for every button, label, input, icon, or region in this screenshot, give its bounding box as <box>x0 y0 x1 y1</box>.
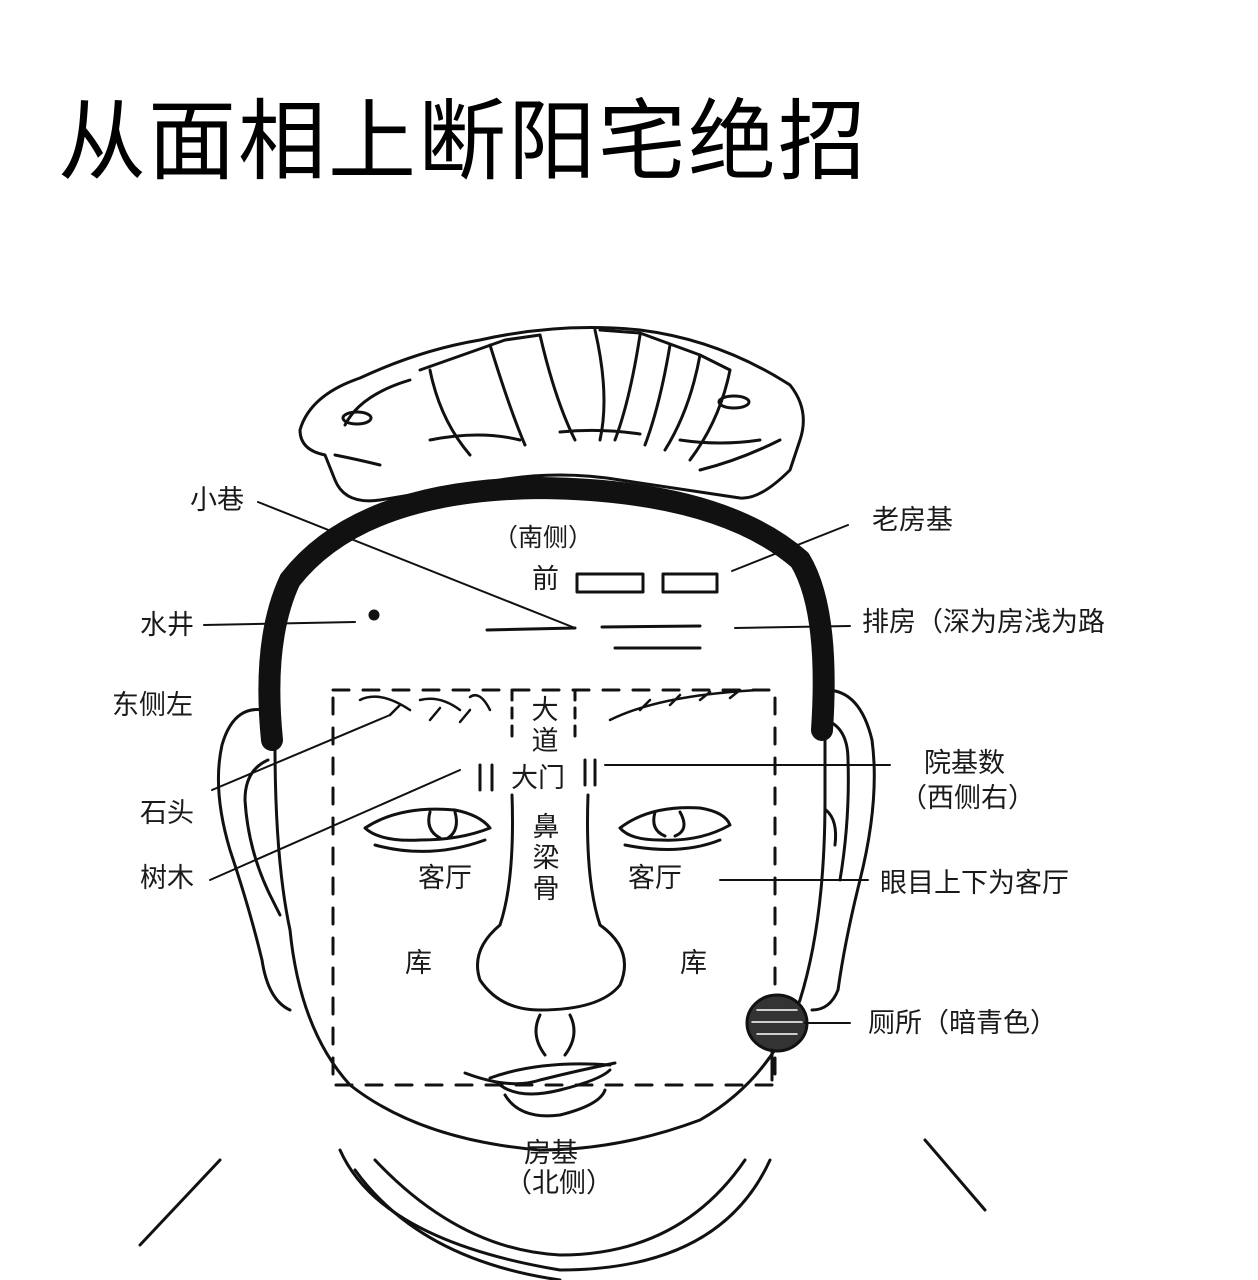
label-yuan-ji-shu: 院基数 <box>924 748 1005 779</box>
label-ku-right: 库 <box>680 948 707 979</box>
label-shi-tou: 石头 <box>140 798 194 829</box>
label-da-men: 大门 <box>511 763 565 794</box>
label-ce-suo: 厕所（暗青色） <box>868 1008 1057 1039</box>
label-pai-fang: 排房（深为房浅为路 <box>862 607 1105 638</box>
label-nan-ce: （南侧） <box>493 523 594 552</box>
label-da-dao: 大道 <box>531 695 559 758</box>
label-yan-mu: 眼目上下为客厅 <box>880 868 1069 899</box>
nose <box>476 688 626 1057</box>
label-bei-ce: （北侧） <box>505 1168 613 1199</box>
yard-dashed-boundary <box>331 688 777 1087</box>
eyebrows <box>358 688 762 724</box>
label-dong-ce-zuo: 东侧左 <box>112 690 193 721</box>
label-ke-ting-left: 客厅 <box>418 863 472 894</box>
label-lao-fang-ji: 老房基 <box>872 505 953 536</box>
leader-lines <box>203 501 891 1024</box>
label-qian: 前 <box>532 564 559 595</box>
label-shu-mu: 树木 <box>140 863 194 894</box>
label-ke-ting-right: 客厅 <box>628 863 682 894</box>
crown-illustration <box>298 326 805 503</box>
label-xi-ce-you: （西侧右） <box>900 783 1035 814</box>
eyes <box>363 806 732 853</box>
label-bi-liang-gu: 鼻梁骨 <box>532 812 560 906</box>
toilet-spot <box>745 993 809 1082</box>
label-fang-ji: 房基 <box>524 1138 578 1169</box>
label-shui-jing: 水井 <box>140 610 194 641</box>
label-xiao-xiang: 小巷 <box>190 485 244 516</box>
mouth <box>463 1061 617 1118</box>
face-outline <box>138 477 987 1280</box>
page-title: 从面相上断阳宅绝招 <box>58 90 869 193</box>
label-ku-left: 库 <box>405 948 432 979</box>
forehead-markers <box>368 572 719 650</box>
